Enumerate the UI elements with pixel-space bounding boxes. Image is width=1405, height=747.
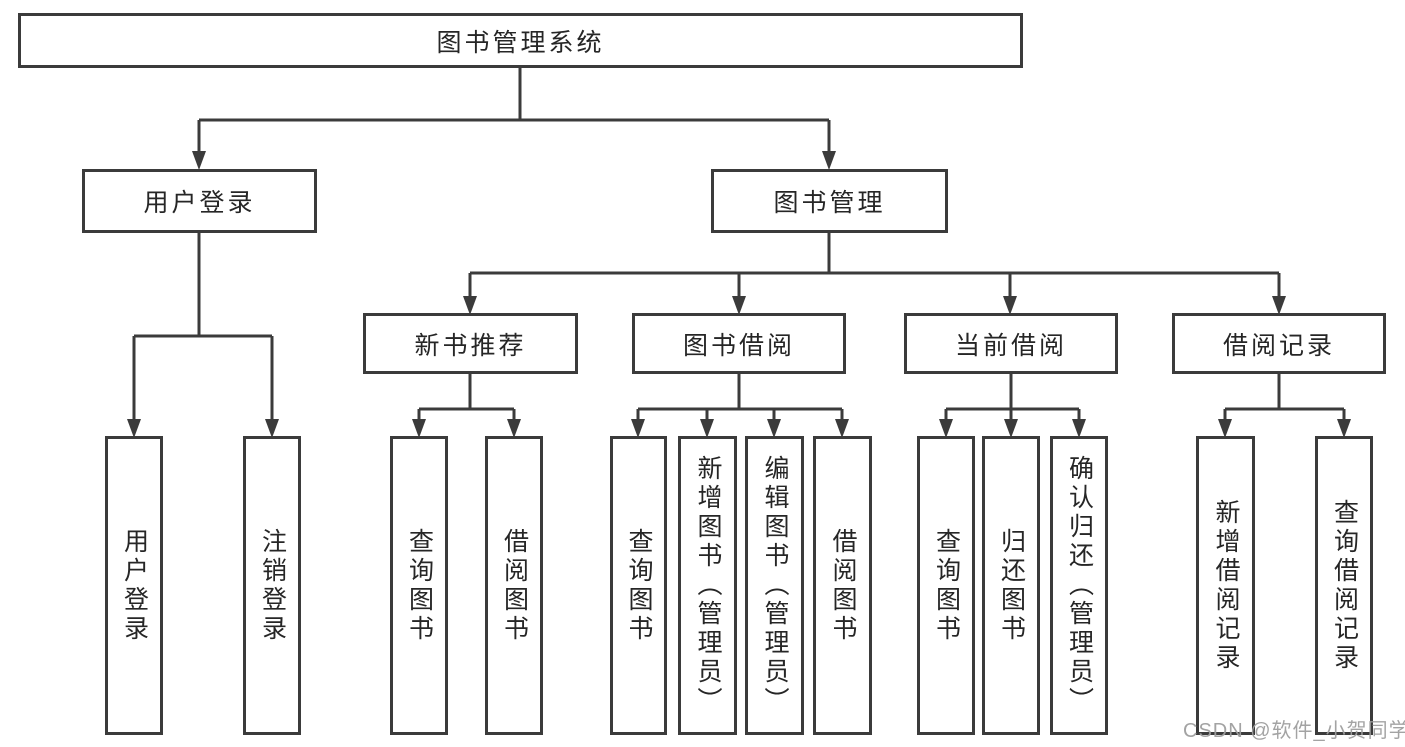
node-new-books-label: 新书推荐 bbox=[414, 331, 527, 360]
csdn-watermark: CSDN @软件_小贺同学 bbox=[1183, 720, 1405, 742]
connector-current-borrow-split bbox=[944, 374, 1081, 421]
node-book-mgmt: 图书管理 bbox=[711, 169, 948, 233]
leaf-book-borrow-add-label: 新增图书（管理员） bbox=[694, 455, 722, 716]
leaf-borrow-records-query-label: 查询借阅记录 bbox=[1330, 498, 1359, 673]
node-root-label: 图书管理系统 bbox=[436, 28, 605, 57]
node-borrow-records-label: 借阅记录 bbox=[1222, 331, 1335, 360]
connector-book-mgmt-split bbox=[468, 233, 1281, 297]
arrowheads-new-books-split bbox=[412, 419, 521, 438]
node-new-books: 新书推荐 bbox=[363, 313, 578, 374]
node-root: 图书管理系统 bbox=[18, 13, 1023, 68]
leaf-current-borrow-query-label: 查询图书 bbox=[932, 527, 961, 644]
leaf-new-books-query: 查询图书 bbox=[390, 436, 448, 735]
node-current-borrow-label: 当前借阅 bbox=[954, 331, 1067, 360]
leaf-borrow-records-add-label: 新增借阅记录 bbox=[1212, 498, 1240, 673]
leaf-borrow-records-add: 新增借阅记录 bbox=[1196, 436, 1255, 735]
leaf-book-borrow-query-label: 查询图书 bbox=[625, 527, 653, 644]
arrowheads-current-borrow-split bbox=[939, 419, 1086, 438]
connector-book-borrow-split bbox=[636, 374, 844, 421]
leaf-book-borrow-edit: 编辑图书（管理员） bbox=[745, 436, 804, 735]
leaf-user-login-label: 用户登录 bbox=[120, 527, 149, 644]
arrowheads-book-mgmt-split bbox=[463, 296, 1286, 315]
arrowheads-borrow-records-split bbox=[1218, 419, 1351, 438]
leaf-book-borrow-borrow-label: 借阅图书 bbox=[829, 527, 857, 644]
connector-user-login-split bbox=[132, 233, 274, 420]
arrowheads-book-borrow-split bbox=[631, 419, 849, 438]
leaf-book-borrow-edit-label: 编辑图书（管理员） bbox=[761, 455, 789, 716]
connector-root-split bbox=[197, 68, 831, 152]
leaf-user-login: 用户登录 bbox=[105, 436, 163, 735]
connector-borrow-records-split bbox=[1223, 374, 1346, 421]
arrowheads-root-split bbox=[192, 151, 836, 170]
leaf-logout: 注销登录 bbox=[243, 436, 301, 735]
arrowheads-user-login-split bbox=[127, 419, 279, 438]
leaf-current-borrow-return-label: 归还图书 bbox=[997, 527, 1026, 644]
leaf-book-borrow-query: 查询图书 bbox=[610, 436, 667, 735]
leaf-current-borrow-confirm-label: 确认归还（管理员） bbox=[1065, 455, 1094, 716]
node-borrow-records: 借阅记录 bbox=[1172, 313, 1386, 374]
node-user-login-label: 用户登录 bbox=[143, 189, 256, 217]
node-book-borrow: 图书借阅 bbox=[632, 313, 846, 374]
leaf-borrow-records-query: 查询借阅记录 bbox=[1315, 436, 1373, 735]
leaf-book-borrow-add: 新增图书（管理员） bbox=[678, 436, 737, 735]
node-current-borrow: 当前借阅 bbox=[904, 313, 1118, 374]
node-book-borrow-label: 图书借阅 bbox=[682, 331, 795, 360]
node-user-login: 用户登录 bbox=[82, 169, 317, 233]
leaf-book-borrow-borrow: 借阅图书 bbox=[813, 436, 872, 735]
leaf-new-books-borrow: 借阅图书 bbox=[485, 436, 543, 735]
leaf-new-books-borrow-label: 借阅图书 bbox=[500, 527, 529, 644]
leaf-current-borrow-return: 归还图书 bbox=[982, 436, 1040, 735]
leaf-current-borrow-query: 查询图书 bbox=[917, 436, 975, 735]
leaf-new-books-query-label: 查询图书 bbox=[405, 527, 434, 644]
leaf-current-borrow-confirm: 确认归还（管理员） bbox=[1050, 436, 1108, 735]
node-book-mgmt-label: 图书管理 bbox=[773, 189, 886, 217]
leaf-logout-label: 注销登录 bbox=[258, 527, 287, 644]
connector-new-books-split bbox=[417, 374, 516, 421]
